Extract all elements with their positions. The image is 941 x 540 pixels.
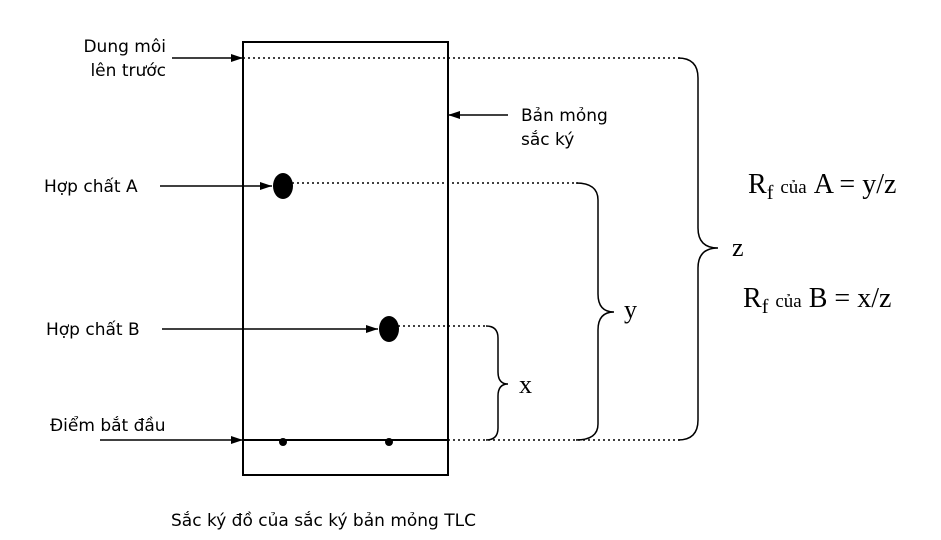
brace-x: [485, 325, 509, 441]
brace-y: [575, 182, 615, 441]
plate-label-line2: sắc ký: [521, 129, 574, 150]
plate-label-line1: Bản mỏng: [521, 106, 608, 126]
tlc-plate: [242, 41, 449, 476]
distance-x-label: x: [519, 370, 532, 399]
solvent-front-label-line1: Dung môi: [83, 37, 166, 57]
brace-z: [677, 57, 719, 441]
distance-z-label: z: [732, 233, 744, 262]
origin-dot-b: [385, 438, 393, 446]
compound-a-label: Hợp chất A: [44, 176, 138, 197]
diagram-caption: Sắc ký đồ của sắc ký bản mỏng TLC: [171, 510, 476, 531]
spot-a: [273, 173, 293, 199]
origin-dot-a: [279, 438, 287, 446]
distance-y-label: y: [624, 295, 637, 324]
compound-b-label: Hợp chất B: [46, 319, 140, 340]
solvent-front-label-line2: lên trước: [90, 61, 166, 81]
start-point-label: Điểm bắt đầu: [50, 415, 166, 436]
spot-b: [379, 316, 399, 342]
